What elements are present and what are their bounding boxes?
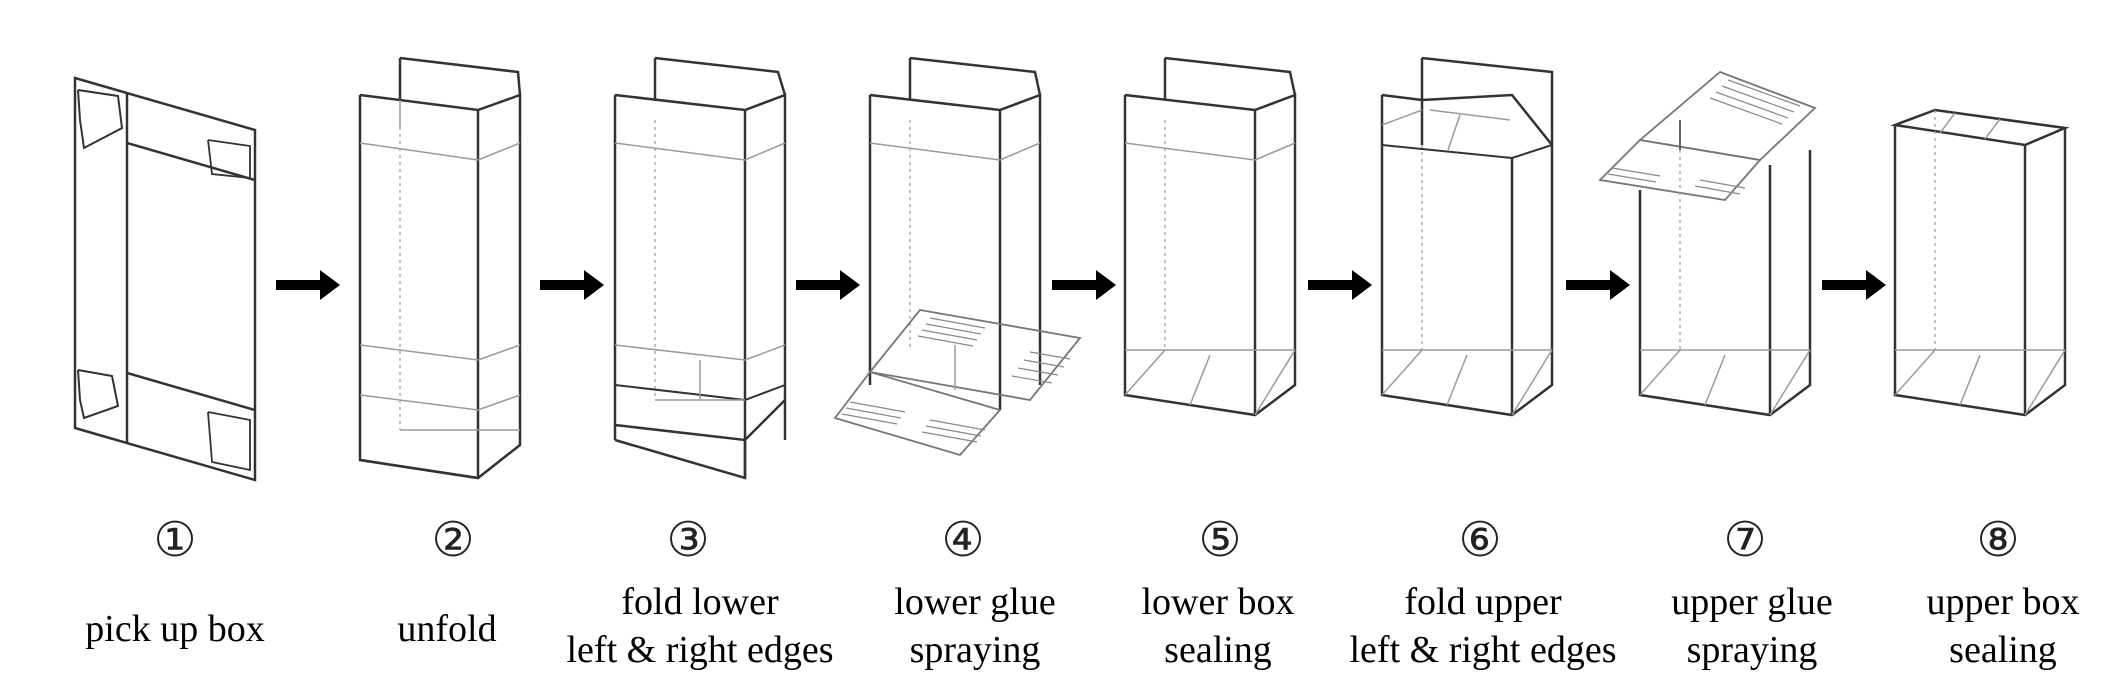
step-label-line: fold lower [621,581,779,623]
step-label-line: fold upper [1404,581,1562,623]
step-label: pick up box [15,605,335,653]
step-label-line: sealing [1164,629,1272,671]
step-label-line: unfold [397,608,497,650]
step-label: lower glue spraying [815,578,1135,674]
step-label: fold lower left & right edges [540,578,860,674]
step-number: ④ [941,512,985,568]
step-label-line: upper box [1926,581,2080,623]
step-number: ⑧ [1976,512,2020,568]
step-label: fold upper left & right edges [1323,578,1643,674]
step-number: ③ [666,512,710,568]
step-number: ⑤ [1198,512,1242,568]
step-label: unfold [287,605,607,653]
step-label-line: left & right edges [1349,629,1617,671]
step-label-line: spraying [1686,629,1818,671]
step-number: ② [431,512,475,568]
step-label: lower box sealing [1058,578,1378,674]
step-number: ⑦ [1723,512,1767,568]
step-label-line: lower glue [894,581,1056,623]
arrow-right-icon [276,270,340,300]
step-number: ① [153,512,197,568]
step-label-line: lower box [1141,581,1295,623]
step-label-line: left & right edges [566,629,834,671]
step-label-line: sealing [1949,629,2057,671]
arrow-right-icon [796,270,860,300]
step-label-line: upper glue [1671,581,1833,623]
arrow-right-icon [1566,270,1630,300]
step-label-line: spraying [909,629,1041,671]
arrow-right-icon [540,270,604,300]
step-label: upper glue spraying [1592,578,1912,674]
arrow-right-icon [1822,270,1886,300]
step-label: upper box sealing [1843,578,2126,674]
arrow-right-icon [1308,270,1372,300]
arrow-right-icon [1052,270,1116,300]
step-number: ⑥ [1458,512,1502,568]
step-label-line: pick up box [85,608,265,650]
